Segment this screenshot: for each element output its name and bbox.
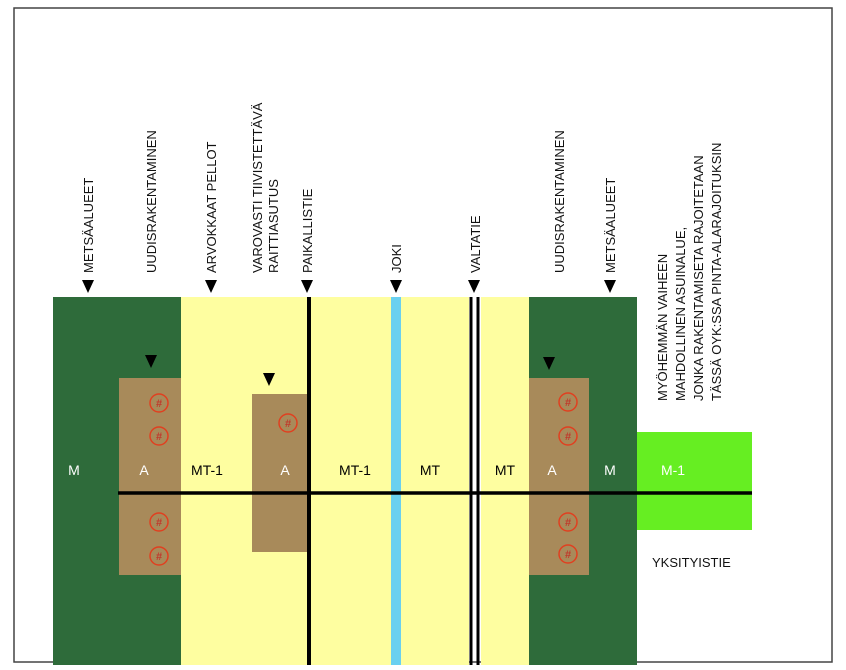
private-road-zone	[637, 432, 752, 530]
zone-label-mt1-mid: MT-1	[339, 462, 371, 478]
svg-text:#: #	[156, 517, 162, 529]
arrow-down-icon	[145, 355, 157, 368]
label-valtatie: VALTATIE	[468, 215, 483, 273]
label-paikallistie: PAIKALLISTIE	[300, 188, 315, 273]
label-yksityistie: YKSITYISTIE	[652, 555, 731, 570]
zone-label-m1: M-1	[661, 462, 685, 478]
field-zone-highway-east	[481, 297, 529, 665]
svg-text:#: #	[565, 431, 571, 443]
zone-label-m-right: M	[604, 462, 616, 478]
plot-marker: #	[149, 426, 169, 446]
zone-label-a-left: A	[139, 462, 149, 478]
svg-text:#: #	[565, 517, 571, 529]
plot-marker: #	[149, 546, 169, 566]
zone-blocks	[53, 297, 752, 665]
svg-text:#: #	[565, 397, 571, 409]
arrow-down-icon	[301, 280, 313, 293]
zone-label-a-mid: A	[280, 462, 290, 478]
arrow-down-icon	[263, 373, 275, 386]
svg-text:#: #	[156, 398, 162, 410]
plot-markers: # # # # # # # #	[149, 392, 578, 566]
label-uudisrakentaminen-left: UUDISRAKENTAMINEN	[144, 130, 159, 273]
label-uudisrakentaminen-right: UUDISRAKENTAMINEN	[552, 130, 567, 273]
label-varovasti-line1: VAROVASTI TIIVISTETTÄVÄ	[250, 102, 265, 273]
label-joki: JOKI	[389, 244, 404, 273]
plot-marker: #	[149, 512, 169, 532]
zone-label-mt-b: MT	[495, 462, 516, 478]
note-line-3: JONKA RAKENTAMISETA RAJOITETAAN	[691, 155, 706, 401]
river	[391, 297, 401, 665]
svg-text:#: #	[285, 418, 291, 430]
plot-marker: #	[149, 393, 169, 413]
zone-label-m-left: M	[68, 462, 80, 478]
zone-label-mt1-left: MT-1	[191, 462, 223, 478]
roads	[118, 297, 752, 665]
vertical-labels: METSÄALUEET UUDISRAKENTAMINEN ARVOKKAAT …	[81, 102, 724, 401]
plot-marker: #	[558, 544, 578, 564]
zone-label-mt-a: MT	[420, 462, 441, 478]
building-area-mid	[252, 394, 309, 552]
label-arvokkaat-pellot: ARVOKKAAT PELLOT	[204, 141, 219, 273]
plot-marker: #	[558, 392, 578, 412]
field-zone-middle	[309, 297, 391, 665]
label-metsaalueet-right: METSÄALUEET	[603, 178, 618, 273]
zone-labels: M A MT-1 A MT-1 MT MT A M M-1	[68, 462, 685, 478]
building-area-right	[529, 378, 589, 575]
pointer-arrows	[82, 280, 616, 386]
arrow-down-icon	[82, 280, 94, 293]
arrow-down-icon	[468, 280, 480, 293]
field-zone-river-east	[401, 297, 469, 665]
arrow-down-icon	[604, 280, 616, 293]
plot-marker: #	[558, 512, 578, 532]
zone-label-a-right: A	[547, 462, 557, 478]
label-varovasti-line2: RAITTIASUTUS	[266, 179, 281, 273]
arrow-down-icon	[543, 357, 555, 370]
building-areas	[119, 378, 589, 575]
svg-text:#: #	[565, 549, 571, 561]
note-line-2: MAHDOLLINEN ASUINALUE,	[673, 227, 688, 401]
note-line-4: TÄSSÄ OYK:SSA PINTA-ALARAJOITUKSIN	[709, 143, 724, 401]
svg-text:#: #	[156, 431, 162, 443]
svg-text:#: #	[156, 551, 162, 563]
arrow-down-icon	[205, 280, 217, 293]
label-metsaalueet-left: METSÄALUEET	[81, 178, 96, 273]
building-area-left	[119, 378, 181, 575]
arrow-down-icon	[390, 280, 402, 293]
plot-marker: #	[278, 413, 298, 433]
note-line-1: MYÖHEMMÄN VAIHEEN	[655, 254, 670, 401]
plot-marker: #	[558, 426, 578, 446]
